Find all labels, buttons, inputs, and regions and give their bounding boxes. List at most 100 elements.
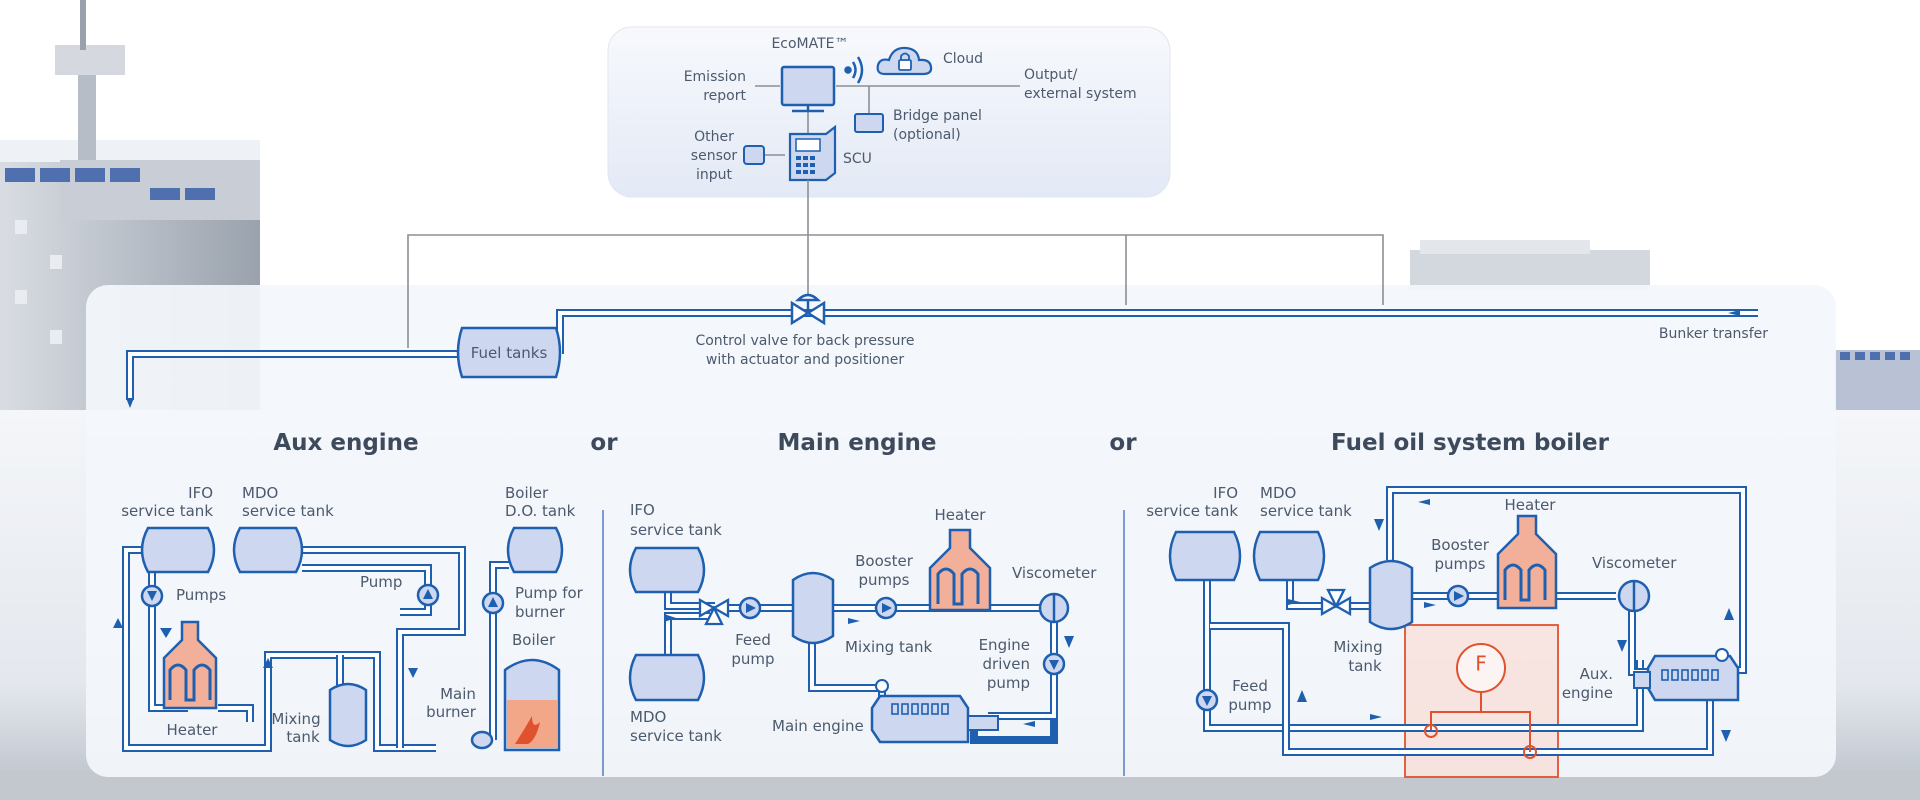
- fob-viscometer-label: Viscometer: [1592, 554, 1677, 572]
- main-mdo-tank-icon: [628, 653, 706, 702]
- flow-arrow: [1297, 690, 1307, 702]
- flow-arrow: [408, 668, 418, 678]
- ecomate-label: EcoMATE™: [771, 36, 848, 52]
- booster-pump-icon: [874, 596, 898, 620]
- or-separator-2: or: [1109, 430, 1137, 456]
- or-separator-1: or: [590, 430, 618, 456]
- fob-booster-label-2: pumps: [1435, 555, 1486, 573]
- other-sensor-label-2: sensor: [691, 148, 738, 164]
- bunker-transfer-label: Bunker transfer: [1659, 326, 1768, 342]
- aux-pump-label: Pump: [360, 573, 402, 591]
- fob-viscometer-icon: [1617, 579, 1651, 613]
- fob-ifo-tank-icon: [1168, 530, 1242, 582]
- fuel-oil-boiler-diagram: F IFO service tank MDO service tank Heat…: [1146, 484, 1747, 778]
- main-heater-icon: [928, 528, 992, 612]
- output-label-1: Output/: [1024, 67, 1078, 83]
- main-mixing-tank-icon: [791, 571, 835, 645]
- main-heater-label: Heater: [935, 506, 987, 524]
- pump-icon: [140, 584, 164, 608]
- fob-three-way-valve-icon: [1320, 588, 1352, 616]
- scu-label: SCU: [843, 151, 872, 167]
- flowmeter-icon: [1424, 643, 1537, 759]
- flow-arrow: [1288, 599, 1300, 605]
- main-ifo-label-2: service tank: [630, 521, 722, 539]
- pump-icon: [481, 591, 505, 615]
- flow-arrow: [1370, 714, 1382, 720]
- main-mdo-label-1: MDO: [630, 708, 666, 726]
- main-booster-label-2: pumps: [859, 571, 910, 589]
- fob-aux-engine-label-1: Aux.: [1580, 665, 1613, 683]
- aux-pump-burner-label-2: burner: [515, 603, 566, 621]
- aux-boiler-do-label-2: D.O. tank: [505, 502, 576, 520]
- aux-ifo-label-2: service tank: [121, 502, 213, 520]
- main-mdo-label-2: service tank: [630, 727, 722, 745]
- aux-mdo-label-2: service tank: [242, 502, 334, 520]
- flow-arrow: [1721, 730, 1731, 742]
- fob-mixing-tank-icon: [1368, 559, 1414, 631]
- mdo-tank-icon: [232, 526, 304, 574]
- fob-ifo-label-2: service tank: [1146, 502, 1238, 520]
- heater-icon: [162, 620, 218, 710]
- bridge-panel-label-1: Bridge panel: [893, 108, 982, 124]
- control-valve-label-2: with actuator and positioner: [706, 352, 904, 368]
- fob-booster-label-1: Booster: [1431, 536, 1490, 554]
- flow-arrow: [160, 628, 172, 638]
- main-engine-driven-label-1: Engine: [979, 636, 1030, 654]
- flow-arrow: [1724, 608, 1734, 620]
- aux-main-burner-label-2: burner: [426, 703, 477, 721]
- main-engine-heading: Main engine: [778, 430, 937, 456]
- fob-mixing-tank-label-1: Mixing: [1333, 638, 1382, 656]
- control-system-box: EcoMATE™ Cloud Emission report Output/ e…: [607, 26, 1171, 198]
- emission-report-label-2: report: [703, 88, 746, 104]
- main-engine-icon: [870, 679, 999, 744]
- aux-pumps-label: Pumps: [176, 586, 226, 604]
- bridge-panel-icon: [854, 113, 884, 133]
- flow-arrow: [848, 618, 860, 624]
- flow-arrow: [1424, 602, 1436, 608]
- aux-boiler-do-label-1: Boiler: [505, 484, 549, 502]
- main-fuel-line: Fuel tanks Control valve for back pressu…: [126, 293, 1768, 408]
- output-label-2: external system: [1024, 86, 1137, 102]
- main-viscometer-label: Viscometer: [1012, 564, 1097, 582]
- feed-pump-icon: [738, 596, 762, 620]
- aux-mdo-label-1: MDO: [242, 484, 278, 502]
- fob-aux-engine-label-2: engine: [1562, 684, 1613, 702]
- main-engine-label: Main engine: [772, 717, 864, 735]
- bridge-panel-label-2: (optional): [893, 127, 961, 143]
- fuel-tanks-icon: [456, 326, 562, 379]
- fob-heater-label: Heater: [1505, 496, 1557, 514]
- aux-ifo-label-1: IFO: [188, 484, 213, 502]
- aux-mixing-tank-label-2: tank: [286, 728, 320, 746]
- aux-main-burner-label-1: Main: [440, 685, 476, 703]
- scu-icon: [788, 124, 837, 182]
- aux-mixing-tank-label-1: Mixing: [271, 710, 320, 728]
- fob-aux-engine-icon: [1633, 648, 1740, 702]
- fob-mixing-tank-label-2: tank: [1348, 657, 1382, 675]
- signal-wires: [407, 180, 1384, 348]
- flow-arrow: [126, 398, 134, 408]
- fob-feed-pump-label-2: pump: [1228, 696, 1271, 714]
- fob-mdo-label-1: MDO: [1260, 484, 1296, 502]
- wireless-icon: [844, 56, 864, 84]
- flow-arrow: [1728, 310, 1740, 316]
- main-mixing-tank-label: Mixing tank: [845, 638, 933, 656]
- aux-engine-heading: Aux engine: [273, 430, 418, 456]
- fuel-oil-boiler-heading: Fuel oil system boiler: [1331, 430, 1610, 456]
- engine-driven-pump-icon: [1042, 652, 1066, 676]
- other-sensor-label-3: input: [696, 167, 733, 183]
- aux-pump-burner-label-1: Pump for: [515, 584, 584, 602]
- ecomate-monitor-icon: [780, 65, 836, 113]
- flow-arrow: [1418, 499, 1430, 505]
- boiler-icon: [503, 658, 561, 752]
- flow-arrow: [1617, 640, 1627, 652]
- aux-heater-label: Heater: [167, 721, 219, 739]
- main-engine-driven-label-3: pump: [987, 674, 1030, 692]
- control-valve-icon: [790, 293, 826, 326]
- main-engine-diagram: IFO service tank MDO service tank Heater…: [628, 501, 1097, 745]
- flow-arrow: [1064, 636, 1074, 648]
- main-viscometer-icon: [1038, 592, 1070, 624]
- flow-arrow: [1023, 721, 1035, 727]
- cloud-label: Cloud: [943, 51, 983, 67]
- flow-arrow: [113, 618, 123, 628]
- mixing-tank-icon: [328, 682, 368, 748]
